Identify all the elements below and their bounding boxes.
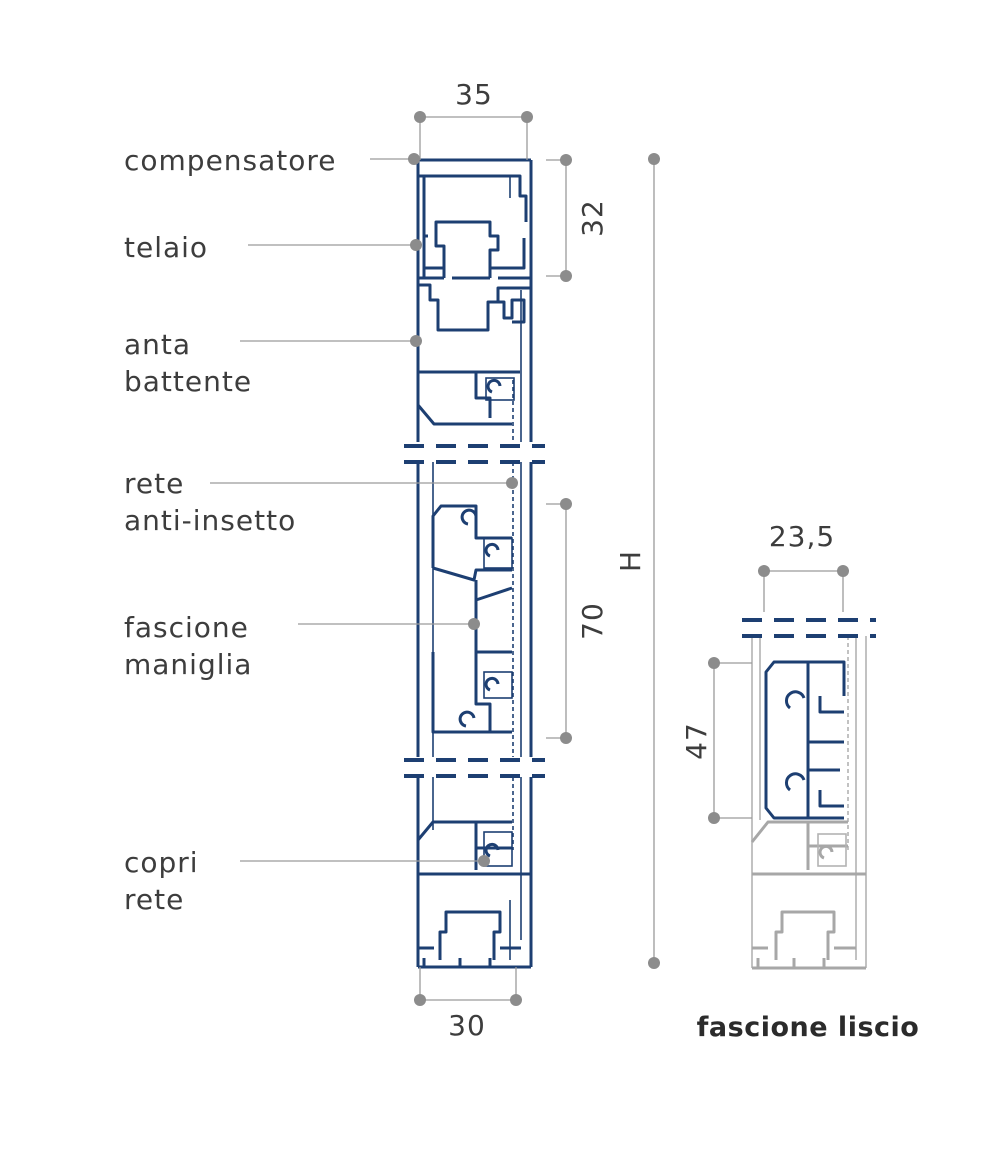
total-height-value: H: [614, 550, 647, 572]
bottom-profile: [418, 900, 521, 967]
detail-width-value: 23,5: [769, 520, 835, 553]
fascione-label-line2: maniglia: [124, 648, 252, 681]
detail-height-value: 47: [680, 722, 713, 760]
detail-grey-frame: [750, 636, 867, 970]
detail-caption: fascione liscio: [697, 1012, 920, 1043]
detail-section-break: [742, 618, 876, 638]
telaio-profile: [418, 220, 531, 280]
telaio-label: telaio: [124, 231, 208, 264]
section-break-bottom: [404, 758, 545, 778]
main-profile-section: [404, 158, 545, 969]
anta-battente-label-line1: anta: [124, 328, 191, 361]
section-break-top: [404, 444, 545, 464]
label-anta-battente: anta battente: [124, 328, 422, 398]
label-rete-anti-insetto: rete anti-insetto: [124, 467, 518, 537]
label-telaio: telaio: [124, 231, 422, 264]
frame-outline: [416, 158, 533, 969]
dimension-detail-height: 47: [680, 657, 752, 824]
dimension-height-32: 32: [546, 154, 609, 282]
compensatore-profile: [416, 160, 528, 238]
copri-rete-label-line1: copri: [124, 846, 199, 879]
copri-rete-label-line2: rete: [124, 883, 184, 916]
dimension-top-width: 35: [414, 78, 533, 160]
anta-battente-profile: [416, 283, 531, 426]
dimension-detail-width: 23,5: [758, 520, 849, 612]
dimension-bottom-width: 30: [414, 967, 522, 1042]
bottom-width-value: 30: [448, 1009, 486, 1042]
dimension-height-70: 70: [546, 498, 609, 744]
rete-label-line2: anti-insetto: [124, 504, 296, 537]
label-compensatore: compensatore: [124, 144, 420, 177]
dimension-total-height: H: [614, 153, 660, 969]
fascione-label-line1: fascione: [124, 611, 249, 644]
height-32-value: 32: [576, 199, 609, 237]
compensatore-label: compensatore: [124, 144, 337, 177]
anta-battente-label-line2: battente: [124, 365, 252, 398]
fascione-maniglia-profile: [431, 504, 513, 734]
rete-label-line1: rete: [124, 467, 184, 500]
detail-blue-profile: [764, 660, 846, 820]
height-70-value: 70: [576, 602, 609, 640]
detail-fascione-liscio: 23,5 47 fascione liscio: [680, 520, 919, 1043]
label-fascione-maniglia: fascione maniglia: [124, 611, 480, 681]
copri-rete-profile: [416, 820, 531, 876]
label-copri-rete: copri rete: [124, 846, 490, 916]
top-width-value: 35: [455, 78, 493, 111]
